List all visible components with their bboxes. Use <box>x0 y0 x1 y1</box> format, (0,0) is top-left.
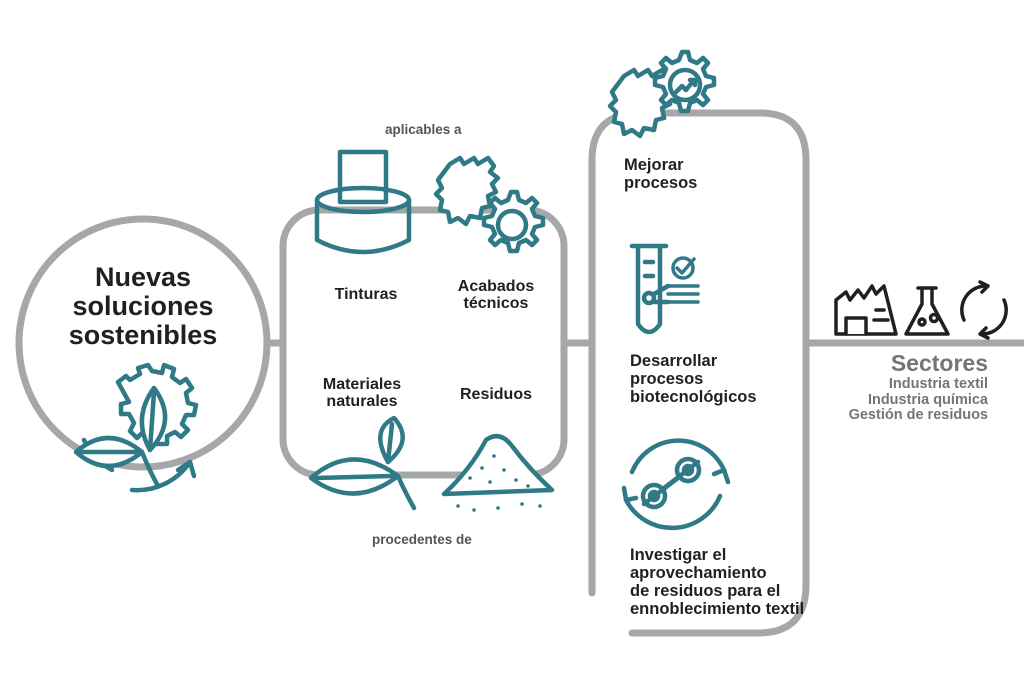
powder-pile-icon <box>441 433 555 512</box>
acabados-line-2: técnicos <box>463 295 529 312</box>
main-title-line-1: Nuevas <box>94 262 192 292</box>
textile-rollers-icon <box>621 438 731 531</box>
acabados-line-1: Acabados <box>457 278 535 295</box>
procedentes-label: procedentes de <box>372 532 472 547</box>
investigar-line-3: de residuos para el <box>630 582 781 600</box>
process-improvement-icon <box>607 49 717 139</box>
recycle-icon <box>960 280 1008 340</box>
tinturas-label: Tinturas <box>334 286 398 303</box>
investigar-label: Investigar el aprovechamiento de residuo… <box>630 546 804 618</box>
desarrollar-line-1: Desarrollar <box>630 352 718 370</box>
main-title: Nuevas soluciones sostenibles <box>48 263 238 350</box>
sector-item: Industria química <box>867 391 988 408</box>
main-title-line-3: sostenibles <box>68 320 218 350</box>
desarrollar-line-2: procesos <box>630 370 704 388</box>
sector-item: Industria textil <box>888 376 988 392</box>
leaves-icon <box>308 415 417 511</box>
factory-icon <box>834 284 898 336</box>
aplicables-label: aplicables a <box>385 122 462 137</box>
mejorar-line-2: procesos <box>624 174 698 192</box>
dye-container-icon <box>314 149 412 255</box>
investigar-line-1: Investigar el <box>630 546 727 564</box>
desarrollar-line-3: biotecnológicos <box>630 388 757 406</box>
materiales-line-1: Materiales <box>322 376 402 393</box>
acabados-label: Acabados técnicos <box>448 278 544 312</box>
sectors-title: Sectores <box>890 350 988 376</box>
mejorar-line-1: Mejorar <box>624 156 684 174</box>
sector-item: Gestión de residuos <box>848 407 988 423</box>
test-tube-icon <box>629 243 700 335</box>
materiales-line-2: naturales <box>326 393 398 410</box>
sustainable-cycle-icon <box>73 362 199 493</box>
gear-puzzle-icon <box>433 155 546 254</box>
residuos-label: Residuos <box>459 386 532 403</box>
mejorar-label: Mejorar procesos <box>624 156 697 192</box>
desarrollar-label: Desarrollar procesos biotecnológicos <box>630 352 757 406</box>
main-title-line-2: soluciones <box>72 291 214 321</box>
main-circle <box>15 215 271 471</box>
investigar-line-2: aprovechamiento <box>630 564 767 582</box>
goals-frame <box>588 109 810 637</box>
sectors-list: Industria textil Industria química Gesti… <box>848 376 988 424</box>
materiales-label: Materiales naturales <box>310 376 414 410</box>
investigar-line-4: ennoblecimiento textil <box>630 600 805 618</box>
applications-frame <box>279 206 568 479</box>
flask-icon <box>904 286 950 336</box>
